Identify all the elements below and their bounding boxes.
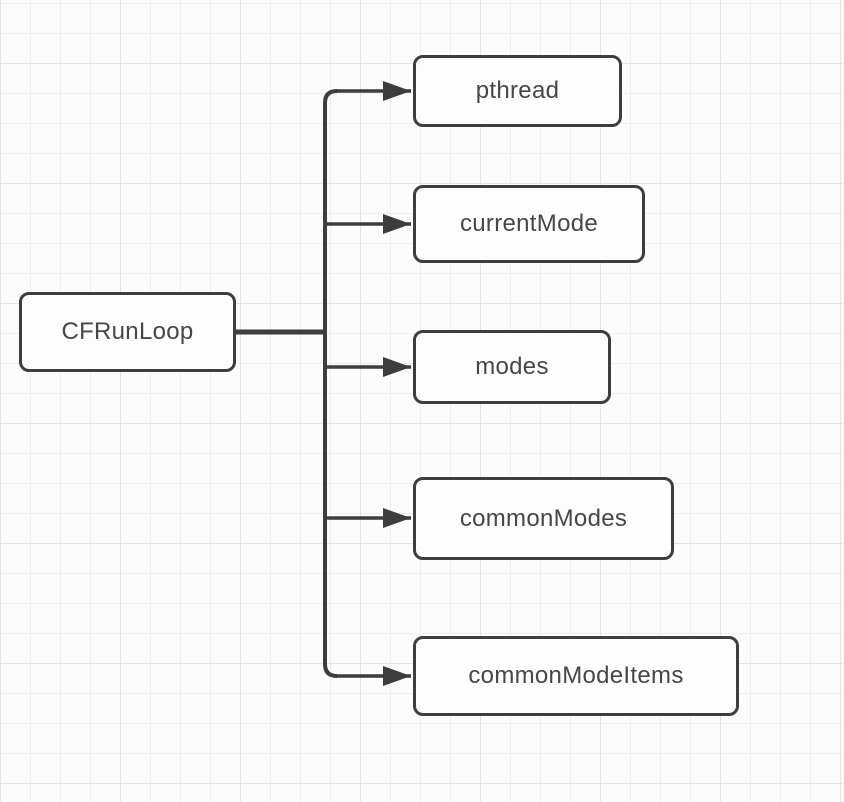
node-cfrunloop-label: CFRunLoop xyxy=(61,318,194,345)
node-commonmodes-label: commonModes xyxy=(459,504,628,532)
node-commonmodeitems-label: commonModeItems xyxy=(468,662,684,689)
node-cfrunloop: CFRunLoop xyxy=(19,292,236,372)
node-pthread-label: pthread xyxy=(475,77,560,104)
node-commonmodeitems: commonModeItems xyxy=(413,636,739,716)
node-currentmode-label: currentMode xyxy=(459,210,599,237)
node-modes-label: modes xyxy=(475,353,549,380)
connector-spine xyxy=(323,89,338,678)
node-currentmode: currentMode xyxy=(413,185,645,263)
node-modes: modes xyxy=(413,330,611,404)
node-pthread: pthread xyxy=(413,55,622,127)
node-commonmodes: commonModes xyxy=(413,477,674,560)
